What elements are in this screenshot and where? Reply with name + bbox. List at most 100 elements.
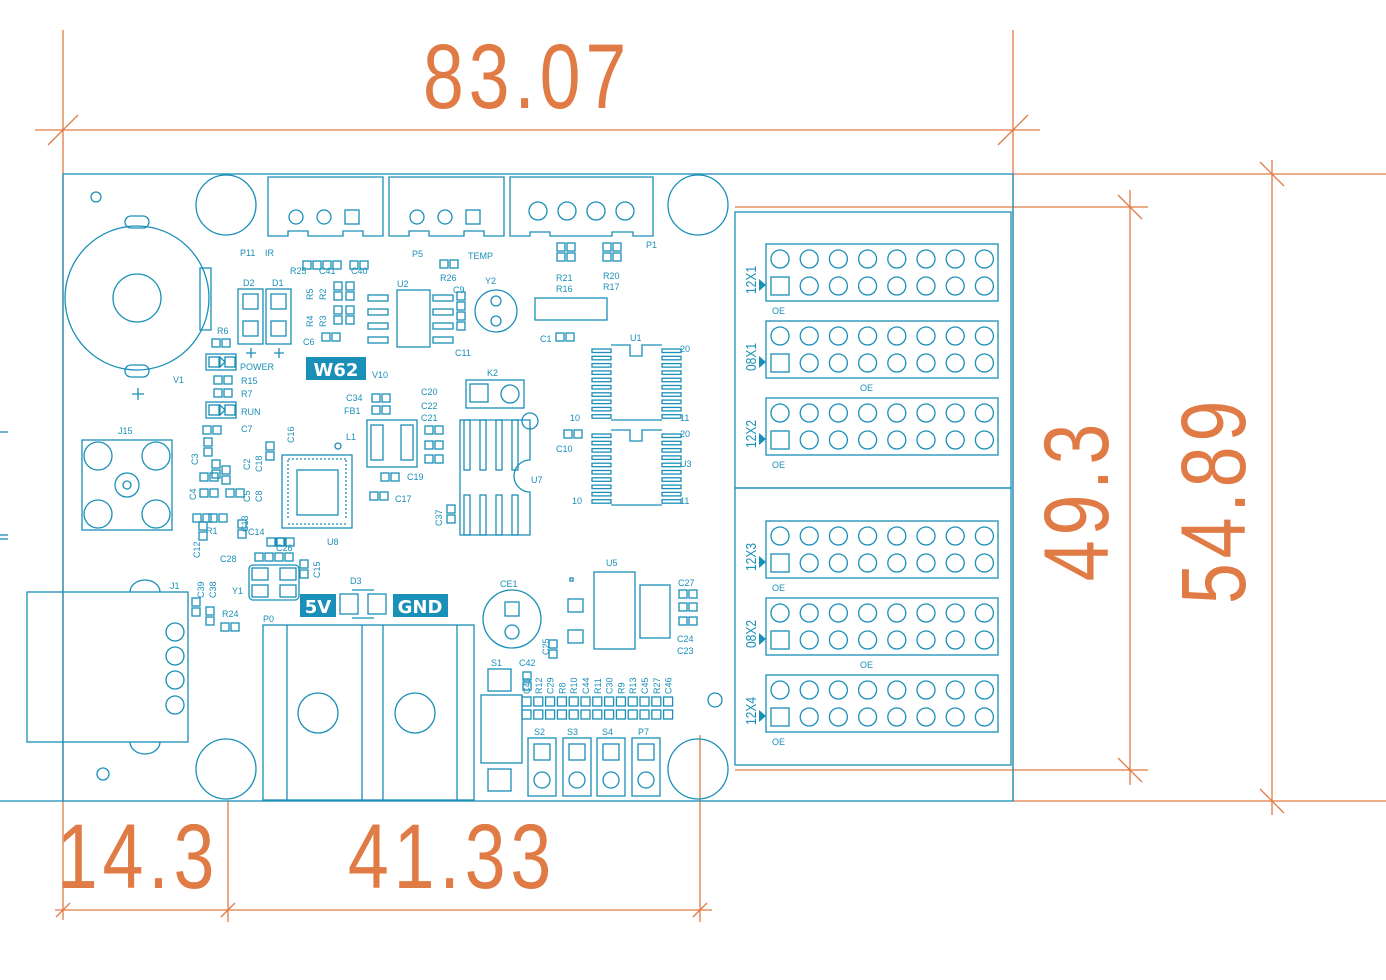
- connector-p5: [388, 176, 505, 237]
- pad: [235, 488, 245, 498]
- ref-label: Y1: [232, 586, 243, 596]
- pad: [333, 281, 343, 291]
- resistor-label: R11: [593, 678, 603, 694]
- pad: [322, 260, 332, 270]
- pin: [916, 403, 936, 423]
- 5v-badge: 5V: [305, 597, 332, 618]
- ref-label: C1: [540, 334, 552, 344]
- pin: [857, 526, 878, 546]
- dimension-width: 83.07: [423, 25, 631, 128]
- pad: [208, 404, 220, 416]
- smd-component: [225, 488, 245, 498]
- chip-u3: [591, 429, 682, 506]
- pad: [191, 597, 201, 607]
- oe-label: OE: [772, 737, 785, 747]
- pad: [602, 252, 612, 262]
- pad: [369, 491, 379, 501]
- pad: [612, 252, 622, 262]
- ref-label: R15: [241, 376, 258, 386]
- pin: [770, 403, 790, 423]
- chip-u1: [591, 344, 682, 421]
- ref-label: C8: [254, 490, 264, 502]
- smd-component: [213, 388, 233, 398]
- smd-component: [198, 521, 208, 541]
- pad: [651, 696, 662, 707]
- pin1-marker-icon: [759, 356, 766, 368]
- button-s3: [562, 737, 592, 797]
- ref-label: P7: [638, 727, 649, 737]
- pin: [591, 440, 612, 446]
- pin: [661, 462, 682, 468]
- pad: [237, 529, 247, 539]
- ref-label: C7: [241, 424, 253, 434]
- ref-label: C10: [556, 444, 573, 454]
- ref-label: D3: [350, 576, 362, 586]
- mounting-hole: [667, 738, 729, 800]
- smd-component: [213, 375, 233, 385]
- pin: [887, 603, 907, 623]
- pin: [916, 707, 936, 727]
- ref-label: R5: [305, 288, 315, 300]
- pin: [591, 462, 612, 468]
- pin1-marker-icon: [759, 433, 766, 445]
- chip-u2: [367, 289, 454, 348]
- resistor-label: R12: [534, 677, 544, 694]
- ref-label: C27: [678, 578, 695, 588]
- smd-component: [424, 425, 444, 435]
- ref-label: S1: [491, 658, 502, 668]
- ref-label: C39: [196, 581, 206, 598]
- pin: [661, 440, 682, 446]
- pin: [770, 249, 790, 269]
- pad: [223, 388, 233, 398]
- ref-label: S3: [567, 727, 578, 737]
- smd-component: [522, 671, 532, 691]
- smd-component: [321, 332, 341, 342]
- ref-label: R17: [603, 282, 620, 292]
- pin: [916, 326, 936, 346]
- connector-label: 08X2: [743, 620, 760, 648]
- smd-component: [424, 440, 444, 450]
- pin: [857, 630, 878, 650]
- pad: [211, 338, 221, 348]
- smd-component: [678, 602, 698, 612]
- pad: [230, 622, 240, 632]
- smd-component: [333, 305, 343, 325]
- smd-component: [456, 291, 466, 311]
- pad: [627, 696, 638, 707]
- pad: [254, 552, 264, 562]
- ref-label: L1: [346, 432, 356, 442]
- resistor-label: C44: [581, 677, 591, 694]
- pin: [661, 414, 682, 419]
- ref-label: C12: [192, 541, 202, 558]
- ref-label: C37: [434, 509, 444, 526]
- pin: [661, 484, 682, 490]
- pin: [799, 707, 819, 727]
- dimension-inner-height: 49.3: [1025, 419, 1128, 581]
- ref-label: C19: [407, 472, 424, 482]
- pad: [424, 454, 434, 464]
- connector-label: 08X1: [743, 343, 760, 371]
- pad: [424, 425, 434, 435]
- ref-label: C17: [395, 494, 412, 504]
- led-outline: [205, 353, 237, 371]
- pin: [661, 392, 682, 397]
- smd-component: [333, 281, 343, 301]
- pin: [828, 603, 849, 623]
- pad: [224, 356, 236, 368]
- ref-label: RUN: [241, 407, 261, 417]
- ref-label: P5: [412, 249, 423, 259]
- pin: [591, 377, 612, 383]
- pin-1: [770, 707, 790, 727]
- pad: [199, 488, 209, 498]
- smd-component: [265, 441, 275, 461]
- pad: [639, 709, 650, 720]
- connector-label: 12X3: [743, 543, 760, 571]
- pin: [974, 707, 995, 727]
- pin: [916, 353, 936, 373]
- ref-label: C40: [351, 266, 368, 276]
- pad: [434, 425, 444, 435]
- ref-label: U1: [630, 333, 642, 343]
- pad: [208, 356, 220, 368]
